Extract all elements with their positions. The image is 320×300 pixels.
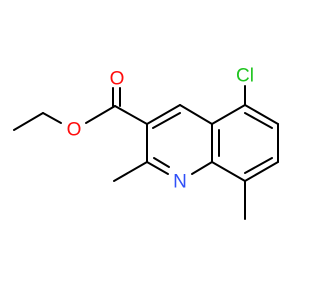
bond-c4a-c5: [211, 104, 246, 125]
ester-oxygen-label: O: [67, 120, 82, 141]
bond-c3-c4-inner: [152, 112, 181, 129]
bond-c2-n: [146, 161, 169, 175]
molecule-canvas: O O Cl N: [13, 65, 279, 220]
bond-c5-c6-inner: [244, 112, 273, 129]
nitrogen-label: N: [173, 172, 187, 193]
bond-c2-n-inner: [153, 157, 170, 168]
atom-labels: O O Cl N: [67, 66, 254, 193]
bond-ch2-o: [42, 112, 62, 124]
bond-c7-c8: [244, 161, 279, 182]
structure-diagram: O O Cl N: [13, 66, 279, 220]
bond-c5-c6: [244, 104, 279, 125]
bond-n-c8a: [191, 161, 213, 175]
bonds: [13, 85, 279, 220]
bond-c8-c8a: [211, 161, 246, 182]
bond-c2-methyl: [113, 161, 148, 182]
bond-c3-c4: [146, 104, 181, 125]
carbonyl-oxygen-label: O: [110, 69, 125, 90]
bond-ch3-ch2: [13, 112, 44, 131]
bond-carbonyl-c3: [114, 105, 148, 125]
bond-c7-c8-inner: [244, 157, 273, 174]
bond-c4-c4a: [179, 104, 213, 125]
bond-o-carbonyl: [85, 105, 116, 124]
chlorine-label: Cl: [236, 66, 254, 87]
